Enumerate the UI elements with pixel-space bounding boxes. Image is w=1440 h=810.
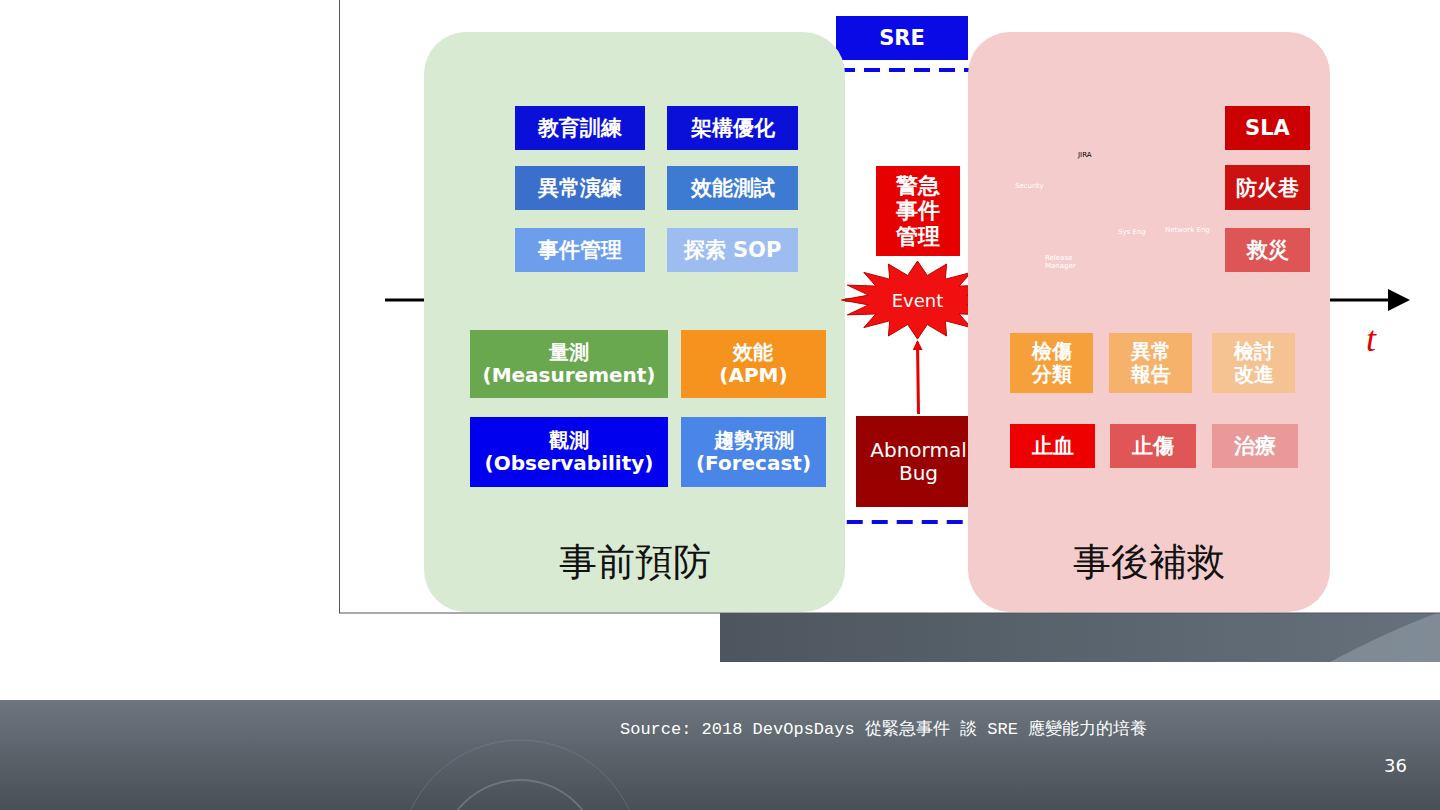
box-label: 效能測試 (691, 174, 775, 202)
box-label: 治療 (1234, 432, 1276, 460)
smoke (1093, 90, 1214, 157)
photo-caption: Security (1015, 182, 1044, 190)
box-label: Event (892, 290, 944, 311)
boat (1019, 238, 1059, 248)
arrow-connector (918, 342, 919, 414)
box-label: 趨勢預測 (Forecast) (696, 429, 811, 475)
metric-box: 量測 (Measurement) (470, 330, 668, 398)
sky (1009, 88, 1265, 282)
process-box: 教育訓練 (515, 106, 645, 150)
source-note: Source: 2018 DevOpsDays 從緊急事件 談 SRE 應變能力… (620, 717, 1147, 740)
process-box: 異常演練 (515, 166, 645, 210)
box-label: 檢傷 分類 (1032, 340, 1072, 386)
step-box: 止傷 (1110, 424, 1196, 468)
panel-title: 事後補救 (968, 537, 1330, 588)
box-label: 防火巷 (1236, 174, 1299, 202)
box-label: 檢討 改進 (1234, 340, 1274, 386)
metric-box: 效能 (APM) (681, 330, 826, 398)
incident-box: 警急 事件 管理 (876, 166, 960, 256)
metric-box: 觀測 (Observability) (470, 417, 668, 487)
box-label: SLA (1245, 116, 1290, 140)
box-label: 探索 SOP (684, 236, 782, 264)
box-label: 救災 (1247, 236, 1289, 264)
step-box: 止血 (1010, 424, 1095, 468)
bug-box: Abnormal Bug (856, 416, 981, 507)
process-box: 救災 (1225, 228, 1310, 272)
step-box: 治療 (1212, 424, 1298, 468)
photo-caption: Sys Eng (1118, 228, 1146, 236)
box-label: 止傷 (1132, 432, 1174, 460)
photo-caption: Release Manager (1045, 254, 1076, 270)
process-box: 事件管理 (515, 228, 645, 272)
box-label: 異常演練 (538, 174, 622, 202)
box-label: 事件管理 (538, 236, 622, 264)
pointer-arrow (1097, 156, 1107, 164)
band-ornament (400, 740, 640, 810)
box-label: 架構優化 (691, 114, 775, 142)
prevention-panel: 事前預防 教育訓練 架構優化異常演練 效能測試事件管理 探索 SOP 量測 (Measur… (424, 32, 845, 612)
box-label: 量測 (Measurement) (482, 341, 655, 387)
box-label: 觀測 (Observability) (485, 429, 654, 475)
box-label: 警急 事件 管理 (896, 173, 940, 249)
slide-frame (340, 0, 1440, 613)
box-label: 止血 (1032, 432, 1074, 460)
recovery-panel: 事後補救 SLA 防火巷救災檢傷 分類 異常 報告 檢討 改進止血 止傷 治療 (968, 32, 1330, 612)
panel-title: 事前預防 (424, 537, 845, 588)
page-number: 36 (1384, 755, 1407, 776)
band-ornament (440, 780, 600, 810)
box-label: 異常 報告 (1131, 340, 1171, 386)
smoke (1063, 96, 1252, 216)
sea (1009, 218, 1265, 282)
process-box: 探索 SOP (667, 228, 798, 272)
water-spray (1029, 205, 1114, 238)
process-box: SLA (1225, 106, 1310, 150)
step-box: 檢傷 分類 (1010, 333, 1093, 393)
process-box: 架構優化 (667, 106, 798, 150)
photo-caption: JIRA (1078, 151, 1092, 159)
bottom-band (0, 700, 1440, 810)
rig-deck (1109, 206, 1179, 228)
step-box: 異常 報告 (1109, 333, 1192, 393)
photo-caption: Network Eng (1165, 226, 1210, 234)
process-box: 效能測試 (667, 166, 798, 210)
box-label: 效能 (APM) (719, 341, 787, 387)
timeline-arrowhead (1388, 289, 1410, 311)
axis-label: t (1366, 318, 1376, 360)
fire (1109, 144, 1145, 188)
step-box: 檢討 改進 (1212, 333, 1295, 393)
sre-box: SRE (836, 16, 968, 60)
metric-box: 趨勢預測 (Forecast) (681, 417, 826, 487)
fire (1104, 151, 1184, 215)
box-label: 教育訓練 (538, 114, 622, 142)
box-label: Abnormal Bug (870, 439, 966, 485)
slide-strip (720, 613, 1440, 662)
boat (1209, 240, 1251, 250)
box-label: SRE (879, 26, 925, 50)
strip-ornament (1330, 612, 1440, 662)
process-box: 防火巷 (1225, 165, 1310, 210)
